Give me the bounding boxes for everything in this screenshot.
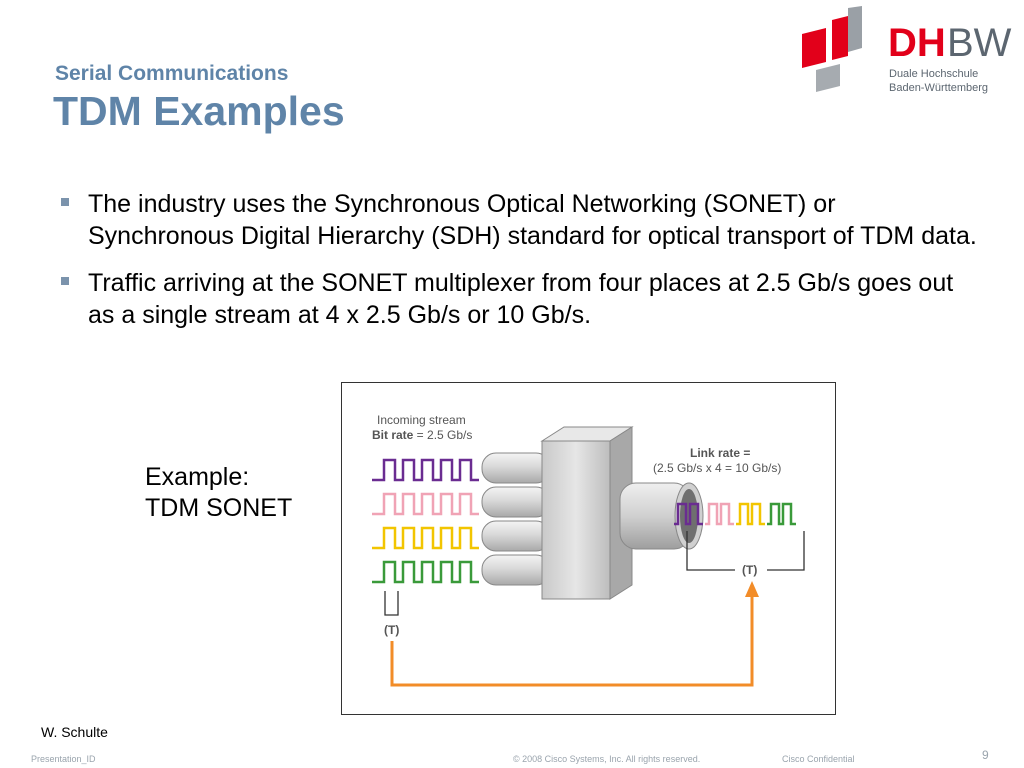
dhbw-logo: DH BW Duale Hochschule Baden-Württemberg: [796, 6, 1018, 96]
timing-bracket-right-a: [686, 531, 735, 571]
link-rate-label: Link rate =: [690, 446, 750, 460]
tdm-sonet-diagram: Incoming stream Bit rate = 2.5 Gb/s Link…: [341, 382, 836, 715]
logo-line-1: Duale Hochschule: [889, 68, 978, 80]
mux-front-face: [541, 440, 611, 600]
bullet-list: The industry uses the Synchronous Optica…: [60, 188, 980, 346]
signal-waveforms: [372, 458, 796, 584]
logo-brand-bold: DH: [888, 21, 946, 65]
bit-rate-bold: Bit rate: [372, 428, 414, 442]
square-bullet-icon: [61, 198, 69, 206]
timing-bracket-left: [384, 591, 399, 616]
input-waveform-3: [372, 526, 479, 550]
bit-rate-label: Bit rate = 2.5 Gb/s: [372, 428, 472, 442]
t-label-right: (T): [742, 563, 757, 577]
clock-path: [390, 581, 759, 687]
sonet-multiplexer: [540, 426, 634, 600]
diagram-svg: Incoming stream Bit rate = 2.5 Gb/s Link…: [372, 413, 805, 687]
incoming-stream-label: Incoming stream: [377, 413, 466, 427]
square-bullet-icon: [61, 277, 69, 285]
bullet-item: The industry uses the Synchronous Optica…: [60, 188, 980, 252]
dhbw-logo-graphic: DH BW Duale Hochschule Baden-Württemberg: [802, 6, 1012, 94]
logo-gray-block: [816, 64, 840, 92]
logo-red-block: [802, 28, 826, 68]
presentation-id: Presentation_ID: [31, 754, 96, 764]
author-name: W. Schulte: [41, 724, 108, 740]
timing-markers: (T) (T): [384, 531, 805, 637]
input-pipes: [481, 452, 551, 586]
example-label: Example: TDM SONET: [145, 462, 292, 524]
input-pipe-2: [481, 486, 551, 518]
page-number: 9: [982, 748, 989, 762]
arrow-up-icon: [745, 581, 759, 597]
input-waveform-4: [372, 560, 479, 584]
input-waveform-2: [372, 492, 479, 516]
timing-bracket-right-b: [767, 531, 805, 571]
output-waveform-segment-3: [736, 502, 765, 526]
bullet-item: Traffic arriving at the SONET multiplexe…: [60, 267, 980, 331]
input-pipe-4: [481, 554, 551, 586]
bullet-text: Traffic arriving at the SONET multiplexe…: [88, 269, 954, 329]
logo-gray-bar: [848, 6, 862, 52]
slide-title: TDM Examples: [53, 88, 345, 134]
example-line-1: Example:: [145, 463, 250, 491]
clock-feedback-line: [390, 593, 754, 687]
link-rate-value: (2.5 Gb/s x 4 = 10 Gb/s): [653, 461, 781, 475]
bullet-text: The industry uses the Synchronous Optica…: [88, 190, 977, 250]
input-waveform-1: [372, 458, 479, 482]
logo-brand-light: BW: [947, 21, 1012, 65]
slide-subtitle: Serial Communications: [55, 62, 289, 85]
output-waveform-segment-2: [705, 502, 734, 526]
logo-red-bar: [832, 16, 848, 60]
input-pipe-1: [481, 452, 551, 484]
confidential-text: Cisco Confidential: [782, 754, 855, 764]
example-line-2: TDM SONET: [145, 494, 293, 522]
copyright-text: © 2008 Cisco Systems, Inc. All rights re…: [513, 754, 701, 764]
t-label-left: (T): [384, 623, 399, 637]
output-waveform-segment-4: [767, 502, 796, 526]
output-waveform-segment-1: [674, 502, 703, 526]
input-pipe-3: [481, 520, 551, 552]
bit-rate-value: = 2.5 Gb/s: [413, 428, 472, 442]
logo-line-2: Baden-Württemberg: [889, 82, 988, 94]
